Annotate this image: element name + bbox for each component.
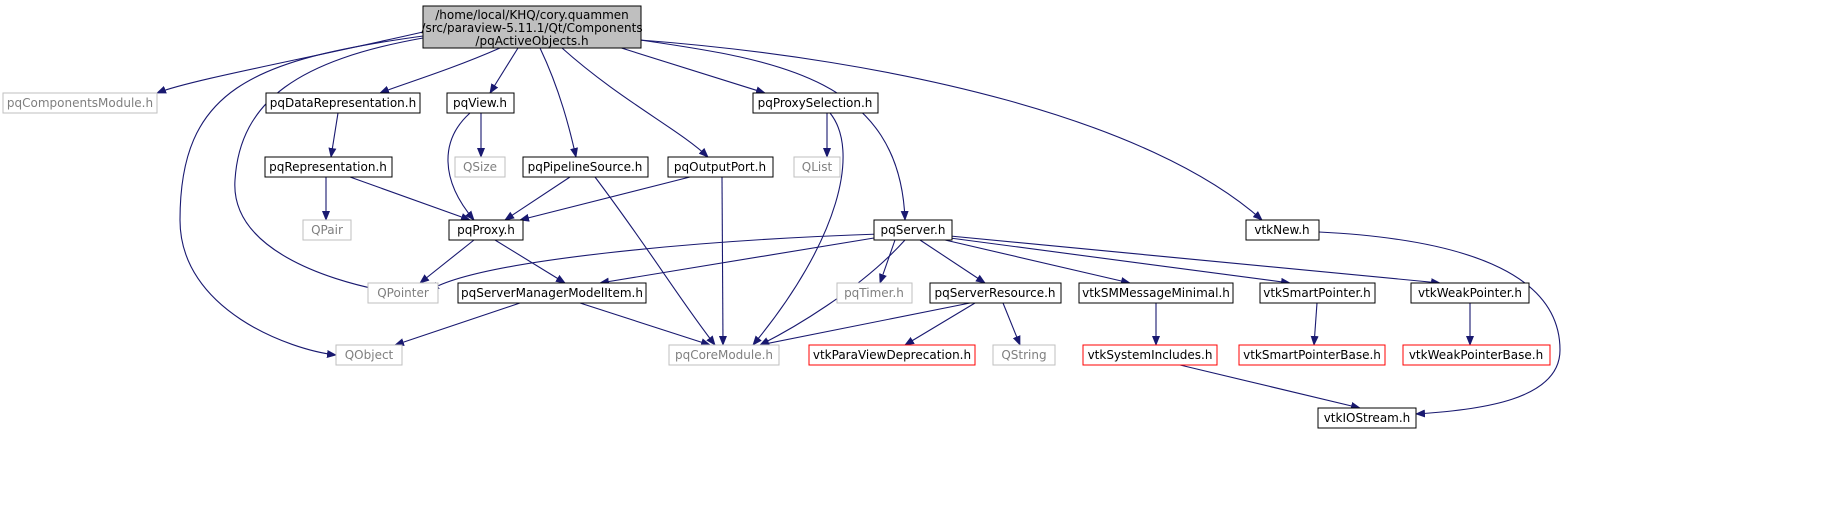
node-label: pqPipelineSource.h [528,160,643,174]
node-QObject[interactable]: QObject [335,344,403,366]
dependency-edge [394,302,521,346]
node-pqPipelineSource[interactable]: pqPipelineSource.h [522,156,649,178]
node-vtkSmartPointer[interactable]: vtkSmartPointer.h [1259,282,1376,304]
node-vtkIOStream[interactable]: vtkIOStream.h [1317,407,1417,429]
node-label: vtkSmartPointerBase.h [1243,348,1381,362]
node-vtkSMMessageMinimal[interactable]: vtkSMMessageMinimal.h [1078,282,1234,304]
dependency-edge [429,233,881,291]
node-label: QPair [311,223,343,237]
dependency-edge [599,237,875,286]
node-pqView[interactable]: pqView.h [446,92,515,114]
node-label: QObject [345,348,394,362]
dependency-edge [949,237,1291,286]
dependency-edge [1310,302,1319,346]
node-QPair[interactable]: QPair [302,219,352,241]
root-label-line-3: /pqActiveObjects.h [475,34,588,48]
root-label-line-2: /src/paraview-5.11.1/Qt/Components [421,21,642,35]
node-pqServerManagerModelItem[interactable]: pqServerManagerModelItem.h [457,282,647,304]
node-pqDataRepresentation[interactable]: pqDataRepresentation.h [265,92,421,114]
dependency-edge [179,35,424,358]
dependency-edge [759,302,971,348]
node-QSize[interactable]: QSize [454,156,506,178]
node-QString[interactable]: QString [992,344,1056,366]
node-label: QString [1001,348,1046,362]
node-label: vtkWeakPointerBase.h [1409,348,1543,362]
node-pqComponentsModule[interactable]: pqComponentsModule.h [2,92,158,114]
dependency-edge [594,176,716,346]
dependency-edge [504,176,571,221]
node-label: pqComponentsModule.h [7,96,153,110]
dependency-edge [639,39,1263,221]
node-pqActiveObjects-root[interactable]: /home/local/KHQ/cory.quammen /src/paravi… [421,5,643,49]
node-pqProxySelection[interactable]: pqProxySelection.h [752,92,879,114]
dependency-edge [156,31,424,94]
dependency-edge [718,176,727,346]
dependency-edge [1179,364,1361,410]
node-pqCoreModule[interactable]: pqCoreModule.h [668,344,780,366]
dependency-edge [1002,302,1021,346]
node-vtkParaViewDeprecation[interactable]: vtkParaViewDeprecation.h [808,344,976,366]
node-pqTimer[interactable]: pqTimer.h [836,282,913,304]
dependency-edge [539,47,578,158]
dependency-edge [234,37,424,293]
dependency-edge [447,112,475,221]
node-label: vtkSmartPointer.h [1263,286,1370,300]
dependency-edge [349,176,471,221]
node-vtkSystemIncludes[interactable]: vtkSystemIncludes.h [1082,344,1218,366]
node-label: pqServerManagerModelItem.h [461,286,643,300]
node-label: vtkSMMessageMinimal.h [1082,286,1230,300]
root-label-line-1: /home/local/KHQ/cory.quammen [435,8,629,22]
node-vtkSmartPointerBase[interactable]: vtkSmartPointerBase.h [1238,344,1386,366]
dependency-edge [759,239,906,346]
dependency-edge [561,47,709,158]
dependency-edge [579,302,711,347]
node-label: pqServer.h [881,223,946,237]
dependency-edge [379,47,501,94]
dependency-edge [944,239,1131,285]
node-label: QPointer [377,286,429,300]
dependency-edge [1318,231,1561,418]
node-label: pqCoreModule.h [675,348,773,362]
node-pqServerResource[interactable]: pqServerResource.h [929,282,1062,304]
node-label: pqProxySelection.h [758,96,873,110]
dependency-edge [489,47,519,94]
node-pqProxy[interactable]: pqProxy.h [448,219,524,241]
node-pqOutputPort[interactable]: pqOutputPort.h [667,156,774,178]
node-vtkWeakPointer[interactable]: vtkWeakPointer.h [1410,282,1530,304]
node-label: pqDataRepresentation.h [270,96,416,110]
node-label: pqServerResource.h [934,286,1055,300]
node-label: vtkNew.h [1254,223,1309,237]
node-label: vtkWeakPointer.h [1418,286,1522,300]
node-label: pqOutputPort.h [674,160,766,174]
dependency-edge [949,235,1441,287]
node-vtkNew[interactable]: vtkNew.h [1245,219,1320,241]
dependency-edge [879,239,896,284]
dependency-edge [614,45,766,95]
dependency-edge [639,39,909,221]
dependency-edge [519,176,691,222]
dependency-edge [419,239,475,284]
dependency-edge [494,239,566,284]
node-pqRepresentation[interactable]: pqRepresentation.h [264,156,393,178]
node-label: pqView.h [453,96,507,110]
dependency-edges [156,31,1561,418]
node-label: pqRepresentation.h [269,160,387,174]
dependency-edge [752,112,844,346]
node-label: vtkParaViewDeprecation.h [813,348,971,362]
dependency-edge [919,239,986,284]
node-label: vtkSystemIncludes.h [1088,348,1213,362]
dependency-edge [328,112,339,158]
node-label: vtkIOStream.h [1324,411,1411,425]
node-QPointer[interactable]: QPointer [367,282,439,304]
node-pqServer[interactable]: pqServer.h [873,219,953,241]
node-QList[interactable]: QList [793,156,841,178]
node-label: pqTimer.h [844,286,904,300]
node-label: QSize [463,160,497,174]
node-vtkWeakPointerBase[interactable]: vtkWeakPointerBase.h [1402,344,1551,366]
dependency-edge [904,302,976,346]
node-label: pqProxy.h [457,223,515,237]
node-label: QList [802,160,833,174]
